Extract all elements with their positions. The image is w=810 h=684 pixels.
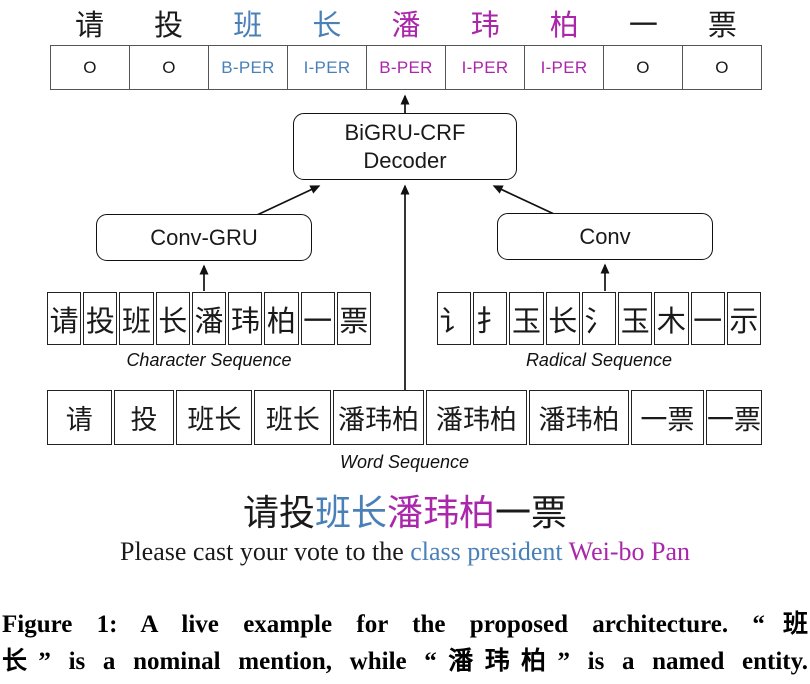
character-cell: 潘 — [191, 292, 227, 345]
figure-caption: Figure 1: A live example for the propose… — [2, 606, 808, 680]
sentence-zh-segment: 班长 — [314, 493, 387, 533]
conv-gru-box: Conv-GRU — [96, 214, 312, 261]
ner-tag-cell: O — [682, 46, 761, 89]
word-cell: 请 — [47, 390, 112, 445]
word-cell: 一票 — [630, 390, 704, 445]
radical-cell: 长 — [545, 292, 580, 345]
sentence-en-segment: Please cast your vote to the — [119, 537, 411, 566]
example-sentence-chinese: 请投班长潘玮柏一票 — [0, 484, 810, 536]
character-cell: 玮 — [228, 292, 263, 345]
input-character: 潘 — [391, 10, 421, 42]
sentence-en-segment: Wei-bo Pan — [568, 537, 691, 566]
character-cell: 一 — [300, 292, 335, 345]
character-cell: 柏 — [264, 292, 299, 345]
ner-tag-cell: I-PER — [445, 46, 524, 89]
input-character: 请 — [75, 10, 105, 42]
character-cell: 班 — [119, 292, 154, 345]
word-cell: 潘玮柏 — [529, 390, 629, 445]
ner-tag-cell: B-PER — [208, 46, 287, 89]
sentence-zh-segment: 请投 — [242, 493, 315, 533]
radical-cell: 扌 — [473, 292, 508, 345]
input-character: 玮 — [470, 10, 500, 42]
example-sentence-english: Please cast your vote to the class presi… — [0, 537, 810, 567]
radical-sequence-row: 讠扌玉长氵玉木一示 — [437, 292, 761, 345]
ner-tag-cell: O — [603, 46, 682, 89]
radical-cell: 一 — [690, 292, 725, 345]
sentence-zh-segment: 一票 — [495, 493, 568, 533]
input-character: 投 — [154, 10, 184, 42]
conv-gru-label: Conv-GRU — [150, 224, 258, 250]
character-cell: 投 — [83, 292, 118, 345]
input-character: 长 — [312, 10, 342, 42]
word-cell: 潘玮柏 — [333, 390, 424, 445]
input-character: 票 — [707, 10, 737, 42]
input-character: 柏 — [549, 10, 579, 42]
input-character: 一 — [628, 10, 658, 42]
radical-cell: 玉 — [618, 292, 653, 345]
conv-label: Conv — [579, 223, 631, 249]
radical-cell: 木 — [654, 292, 689, 345]
word-cell: 班长 — [254, 390, 332, 445]
sentence-en-segment: class president — [410, 537, 569, 566]
word-sequence-label: Word Sequence — [339, 452, 470, 472]
radical-cell: 讠 — [437, 292, 472, 345]
character-cell: 长 — [155, 292, 190, 345]
caption-line-1: Figure 1: A live example for the propose… — [2, 611, 808, 638]
decoder-label-line2: Decoder — [363, 147, 447, 173]
input-character-row: 请投班长潘玮柏一票 — [50, 3, 762, 43]
radical-sequence-label: Radical Sequence — [525, 350, 673, 370]
arrow-conv-to-decoder — [492, 185, 555, 215]
word-cell: 班长 — [176, 390, 253, 445]
word-cell: 潘玮柏 — [425, 390, 528, 445]
word-cell: 投 — [113, 390, 175, 445]
word-cell: 一票 — [706, 390, 762, 445]
radical-cell: 氵 — [581, 292, 617, 345]
input-character: 班 — [233, 10, 263, 42]
ner-tag-cell: I-PER — [287, 46, 366, 89]
radical-cell: 玉 — [509, 292, 544, 345]
radical-cell: 示 — [726, 292, 761, 345]
sentence-zh-segment: 潘玮柏 — [387, 493, 496, 533]
character-cell: 请 — [47, 292, 82, 345]
character-sequence-row: 请投班长潘玮柏一票 — [47, 292, 371, 345]
character-cell: 票 — [336, 292, 371, 345]
arrow-convgru-to-decoder — [256, 185, 321, 216]
ner-tag-cell: I-PER — [524, 46, 603, 89]
decoder-label-line1: BiGRU-CRF — [344, 120, 466, 145]
word-sequence-row: 请投班长班长潘玮柏潘玮柏潘玮柏一票一票 — [47, 390, 762, 445]
caption-line-2: 长” is a nominal mention, while “潘玮柏” is … — [2, 648, 808, 675]
ner-tag-cell: O — [129, 46, 208, 89]
character-sequence-label: Character Sequence — [126, 350, 292, 370]
conv-box: Conv — [497, 213, 713, 260]
ner-tag-cell: B-PER — [366, 46, 445, 89]
bigru-crf-decoder-box: BiGRU-CRF Decoder — [293, 113, 517, 180]
ner-tag-cell: O — [83, 57, 97, 77]
